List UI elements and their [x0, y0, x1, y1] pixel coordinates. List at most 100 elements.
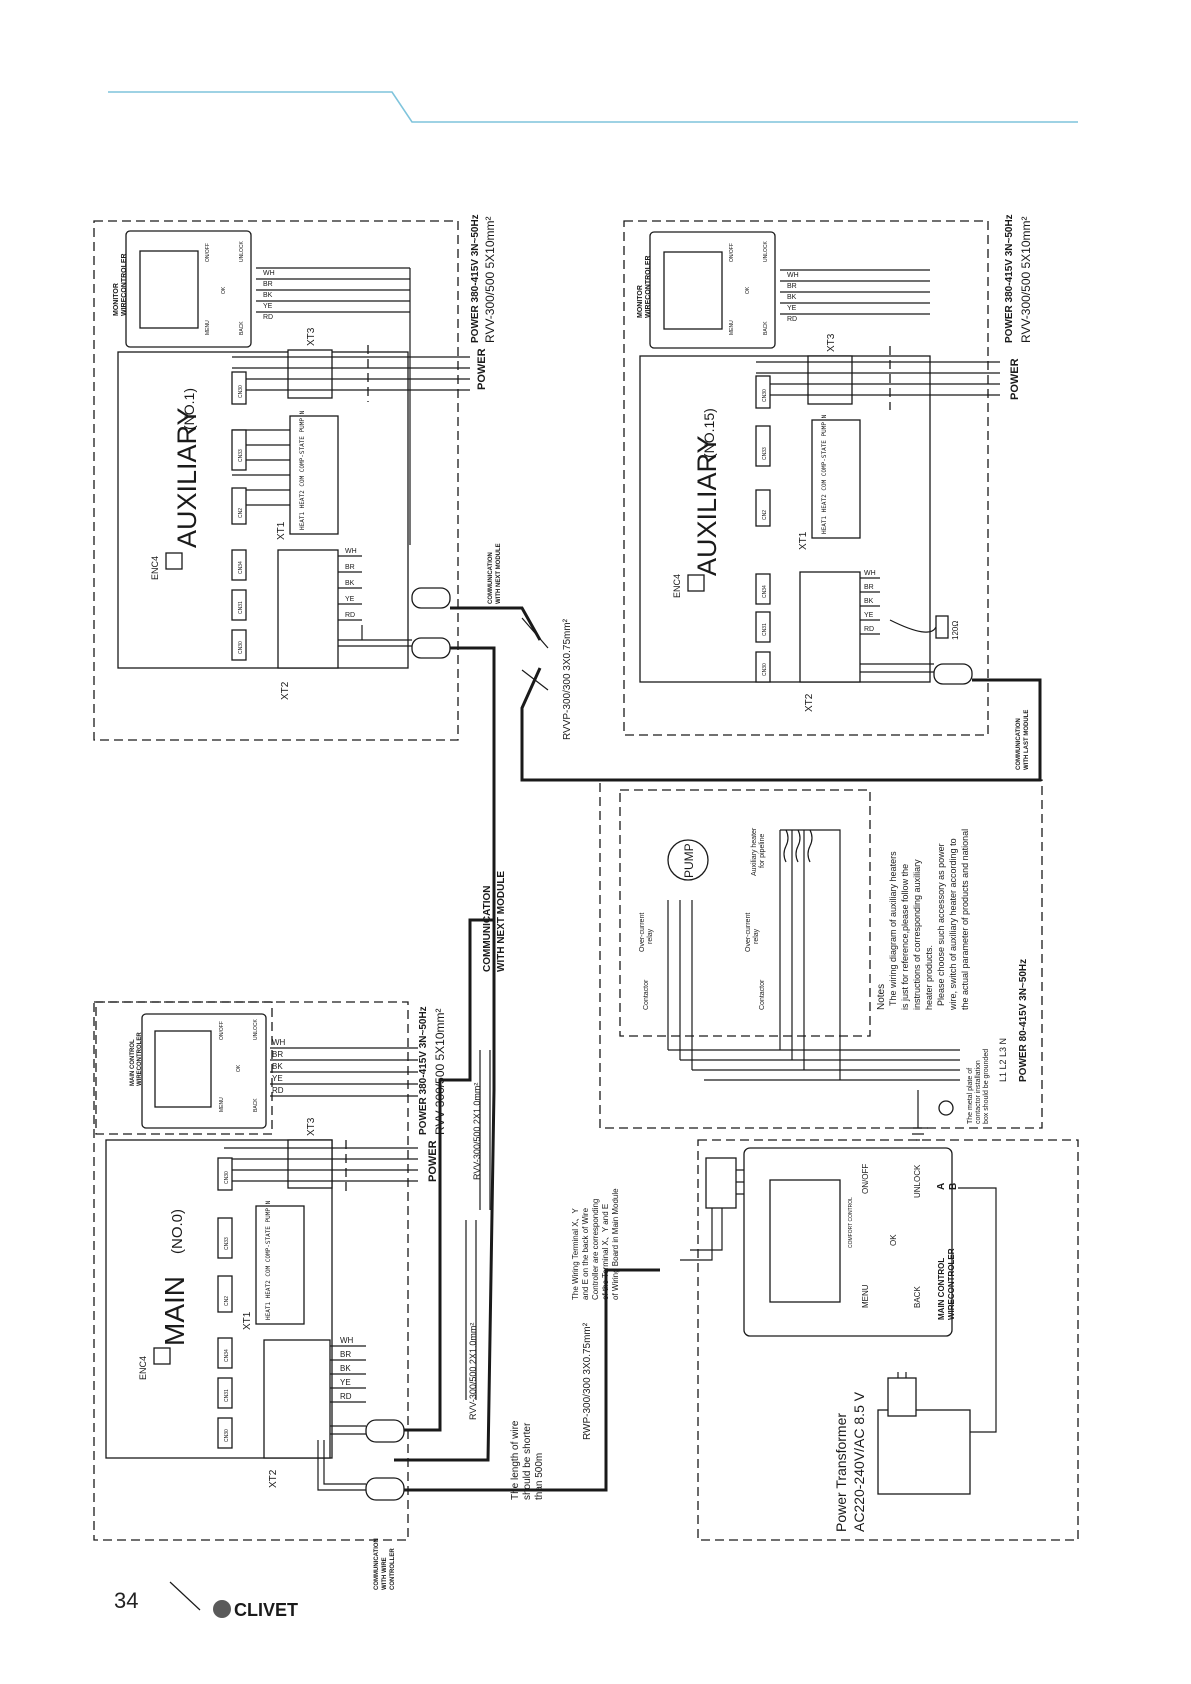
comm-center-2: WITH NEXT MODULE — [496, 871, 507, 972]
svg-text:box should be grounded: box should be grounded — [983, 1049, 990, 1124]
ground-symbol — [938, 1100, 954, 1116]
wc-unlock-button[interactable]: UNLOCK — [913, 1164, 922, 1198]
aux1-monitor-wires: WH BR BK YE RD — [256, 267, 411, 545]
svg-text:WIRECONTROLER: WIRECONTROLER — [947, 1248, 956, 1320]
svg-text:the actual parameter of produ: the actual parameter of products and nat… — [960, 829, 970, 1010]
aux1-power-spec: POWER 380-415V 3N~50Hz — [470, 214, 481, 343]
svg-text:is just for reference,please f: is just for reference,please follow the — [900, 864, 910, 1010]
footer: CLIVET — [169, 1581, 298, 1620]
svg-text:WH: WH — [864, 570, 876, 577]
svg-text:CN34: CN34 — [762, 585, 768, 598]
svg-text:POWER: POWER — [1009, 358, 1021, 400]
transformer-line2: AC220-240V/AC 8.5 V — [851, 1391, 867, 1532]
svg-text:of the Terminal X、Y and E: of the Terminal X、Y and E — [601, 1204, 610, 1300]
aux1-ok-button[interactable]: OK — [221, 286, 227, 294]
aux1-monitor-sub: WIRECONTROLER — [121, 253, 128, 316]
svg-text:XT3: XT3 — [306, 327, 317, 346]
aux1-number: (NO.1) — [181, 388, 197, 430]
main-onoff-button[interactable]: ON/OFF — [219, 1021, 225, 1040]
comm-links: RVVP-300/300 3X0.75mm² COMMUNICATION WIT… — [394, 606, 1042, 1462]
svg-text:CN31: CN31 — [224, 1389, 230, 1402]
rvv-2x1-bottom: RVV-300/500 2X1.0mm² — [468, 1323, 478, 1420]
wc-back-button[interactable]: BACK — [913, 1286, 922, 1308]
svg-text:A: A — [936, 1183, 947, 1190]
aux1-unlock-button[interactable]: UNLOCK — [239, 240, 245, 262]
svg-text:for pipeline: for pipeline — [759, 834, 766, 868]
svg-text:should be shorter: should be shorter — [522, 1422, 533, 1500]
aux15-ok-button[interactable]: OK — [745, 286, 751, 294]
svg-text:CN2: CN2 — [224, 1296, 230, 1306]
main-menu-button[interactable]: MENU — [219, 1097, 225, 1112]
svg-text:RD: RD — [340, 1392, 352, 1401]
svg-text:WH: WH — [787, 272, 799, 279]
svg-text:The wiring diagram of auxiliar: The wiring diagram of auxiliary heaters — [888, 851, 898, 1006]
aux1-xt3: XT3 POWER — [232, 327, 488, 402]
svg-text:RVV-300/500 5X10mm²: RVV-300/500 5X10mm² — [433, 1008, 447, 1135]
svg-text:CN30: CN30 — [762, 663, 768, 676]
svg-text:ENC4: ENC4 — [672, 574, 682, 598]
svg-text:Over-current: Over-current — [639, 913, 646, 952]
transformer-line1: Power Transformer — [833, 1413, 849, 1532]
rvvp-comm-label: RVVP-300/300 3X0.75mm² — [562, 618, 573, 740]
svg-text:WIRECONTROLER: WIRECONTROLER — [645, 255, 652, 318]
aux15-onoff-button[interactable]: ON/OFF — [729, 243, 735, 262]
svg-text:CN33: CN33 — [224, 1237, 230, 1250]
svg-text:WITH NEXT MODULE: WITH NEXT MODULE — [496, 543, 502, 604]
svg-text:relay: relay — [753, 928, 760, 944]
svg-text:COMMUNICATION: COMMUNICATION — [1016, 718, 1022, 770]
main-ok-button[interactable]: OK — [236, 1064, 242, 1072]
main-number: (NO.0) — [169, 1209, 186, 1254]
svg-text:RD: RD — [787, 316, 797, 323]
svg-text:WIRECONTROLER: WIRECONTROLER — [137, 1032, 143, 1086]
svg-text:POWER 380-415V 3N~50Hz: POWER 380-415V 3N~50Hz — [418, 1006, 429, 1135]
svg-text:XT2: XT2 — [804, 693, 815, 712]
aux1-xt1: HEAT1 HEAT2 COM COMP-STATE PUMP N XT1 — [232, 410, 339, 540]
svg-text:MAIN CONTROL: MAIN CONTROL — [937, 1258, 946, 1320]
main-back-button[interactable]: BACK — [253, 1098, 259, 1112]
wc-menu-button[interactable]: MENU — [861, 1284, 870, 1308]
main-connector-wire — [365, 1477, 405, 1501]
rwp-comm-label: RWP-300/300 3X0.75mm² — [582, 1322, 593, 1440]
aux1-connector-next — [411, 587, 451, 609]
svg-text:MAIN CONTROL: MAIN CONTROL — [130, 1039, 136, 1086]
svg-text:COMMUNICATION: COMMUNICATION — [488, 552, 494, 604]
cable-notes: RVV-300/500 2X1.0mm² RVV-300/500 2X1.0mm… — [404, 1050, 660, 1500]
aux1-back-button[interactable]: BACK — [239, 321, 245, 335]
svg-text:CONTROLLER: CONTROLLER — [390, 1548, 396, 1590]
svg-text:COMFORT CONTROL: COMFORT CONTROL — [848, 1197, 854, 1248]
wirecontroller-panel: COMFORT CONTROL ON/OFF OK MENU BACK UNLO… — [680, 1139, 1079, 1541]
svg-text:BR: BR — [272, 1050, 283, 1059]
aux15-title: AUXILIARY — [692, 435, 722, 576]
svg-text:CN30: CN30 — [762, 389, 768, 402]
svg-text:ENC4: ENC4 — [150, 556, 160, 580]
aux15-menu-button[interactable]: MENU — [729, 320, 735, 335]
svg-text:MONITOR: MONITOR — [637, 285, 644, 318]
heater-panel: PUMP Contactor Contactor Over-current re… — [599, 779, 1043, 1141]
comm-center-1: COMMUNICATION — [482, 886, 493, 972]
svg-text:YE: YE — [263, 303, 273, 310]
svg-text:RD: RD — [272, 1086, 284, 1095]
svg-text:B: B — [948, 1183, 959, 1190]
wc-ok-button[interactable]: OK — [889, 1234, 898, 1246]
svg-text:RD: RD — [864, 626, 874, 633]
wc-onoff-button[interactable]: ON/OFF — [861, 1164, 870, 1194]
svg-text:WH: WH — [345, 548, 357, 555]
svg-text:than 500m: than 500m — [534, 1453, 545, 1500]
svg-text:BR: BR — [787, 283, 797, 290]
svg-text:RVV-300/500 5X10mm²: RVV-300/500 5X10mm² — [1019, 216, 1033, 343]
wirecontroller-screen — [769, 1179, 841, 1303]
svg-text:POWER: POWER — [427, 1140, 439, 1182]
svg-text:HEAT1 HEAT2 COM COMP-STATE PUM: HEAT1 HEAT2 COM COMP-STATE PUMP N — [265, 1200, 272, 1320]
aux15-unlock-button[interactable]: UNLOCK — [763, 240, 769, 262]
aux1-menu-button[interactable]: MENU — [205, 320, 211, 335]
aux15-back-button[interactable]: BACK — [763, 321, 769, 335]
brand-logo: CLIVET — [234, 1600, 298, 1620]
svg-text:Auxiliary heater: Auxiliary heater — [751, 827, 758, 876]
main-unlock-button[interactable]: UNLOCK — [253, 1018, 259, 1040]
aux1-onoff-button[interactable]: ON/OFF — [205, 243, 211, 262]
svg-text:COMMUNICATION: COMMUNICATION — [374, 1538, 380, 1590]
svg-text:RD: RD — [345, 612, 355, 619]
aux1-connector-prev — [411, 637, 451, 659]
clivet-logo-icon — [213, 1600, 231, 1618]
svg-text:RD: RD — [263, 314, 273, 321]
